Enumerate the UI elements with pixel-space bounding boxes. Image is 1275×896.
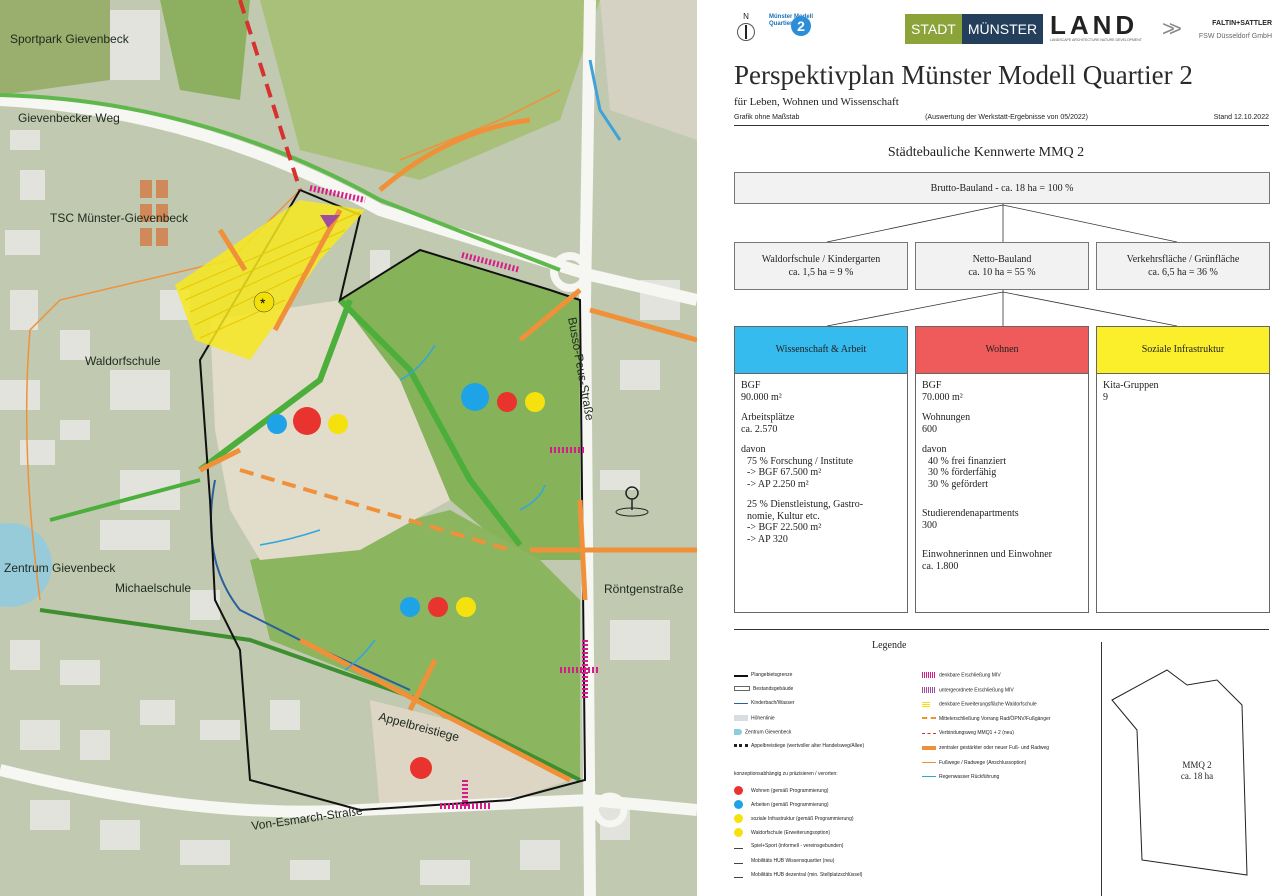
card-line: BGF	[741, 380, 761, 391]
card-line: 25 % Dienstleistung, Gastro-	[747, 499, 864, 510]
label-tsc: TSC Münster-Gievenbeck	[50, 211, 189, 225]
card-line: 70.000 m²	[922, 391, 963, 403]
label-sportpark: Sportpark Gievenbeck	[10, 32, 130, 46]
brutto-box: Brutto-Bauland - ca. 18 ha = 100 %	[734, 172, 1270, 204]
legend-item: denkbare Erschließung MIV	[922, 672, 1001, 678]
card-line	[741, 403, 901, 412]
page-title: Perspektivplan Münster Modell Quartier 2	[734, 60, 1193, 90]
site-plan-map: * Sportpark Gievenbeck Gievenbecker Weg …	[0, 0, 697, 896]
legend-item: Verbindungsweg MMQ1 + 2 (neu)	[922, 730, 1014, 736]
card-line: -> AP 2.250 m²	[747, 478, 809, 490]
legend-item: zentraler gestärkter oder neuer Fuß- und…	[922, 745, 1049, 751]
card-line: BGF	[922, 380, 942, 391]
card-line: 30 % förderfähig	[928, 467, 997, 478]
legend-item: Wohnen (gemäß Programmierung)	[734, 785, 828, 795]
legend-item: Mobilitäts HUB dezentral (min. Stellplat…	[734, 871, 862, 878]
label-waldorfschule: Waldorfschule	[85, 354, 161, 368]
card-line: Kita-Gruppen	[1103, 380, 1159, 391]
north-arrow-icon: N	[735, 12, 757, 42]
card-wohnen-title: Wohnen	[916, 327, 1088, 374]
legend-item: denkbare Erweiterungsfläche Waldorfschul…	[922, 701, 1037, 708]
page-subtitle: für Leben, Wohnen und Wissenschaft	[734, 96, 899, 108]
tree-connectors	[826, 204, 1178, 327]
legend-item: Bestandsgebäude	[734, 686, 793, 692]
scale-note: Grafik ohne Maßstab	[734, 114, 800, 121]
card-line: -> BGF 22.500 m²	[747, 522, 822, 533]
legend-item: Zentrum Gievenbeck	[734, 728, 791, 735]
legend-item: Plangebietsgrenze	[734, 672, 792, 678]
legend-item: Waldorfschule (Erweiterungsoption)	[734, 828, 830, 838]
legend-item: untergeordnete Erschließung MIV	[922, 686, 1014, 693]
card-line: 30 % gefördert	[928, 478, 988, 490]
card-line	[922, 435, 1082, 444]
card-sozial-title: Soziale Infrastruktur	[1097, 327, 1269, 374]
legend-item: Mittelerschließung Vorrang Rad/ÖPNV/Fußg…	[922, 716, 1050, 722]
legend-item: soziale Infrastruktur (gemäß Programmier…	[734, 814, 854, 823]
card-line: Einwohnerinnen und Einwohner	[922, 549, 1052, 560]
card-line	[922, 490, 1082, 499]
legend-item: Höhenlinie	[734, 714, 775, 721]
legend-title: Legende	[872, 640, 907, 651]
card-line	[922, 499, 1082, 508]
legend-item: konzeptionsabhängig zu präzisieren / ver…	[734, 771, 838, 778]
legend-item: Kinderbach/Wasser	[734, 700, 794, 706]
card-line	[922, 531, 1082, 540]
card-line: davon	[741, 444, 766, 455]
card-line: Arbeitsplätze	[741, 412, 795, 423]
card-line: 40 % frei finanziert	[928, 455, 1007, 467]
card-line: ca. 2.570	[741, 423, 778, 435]
legend-item: Appelbreistiege (wertvoller alter Handel…	[734, 743, 864, 749]
card-line: ca. 1.800	[922, 560, 959, 572]
legend-item: Fußwege / Radwege (Anschlussoption)	[922, 760, 1026, 766]
card-line: 75 % Forschung / Institute	[747, 455, 854, 467]
card-line	[922, 403, 1082, 412]
card-line: 90.000 m²	[741, 391, 782, 403]
card-line: nomie, Kultur etc.	[747, 510, 820, 522]
meta-row: Grafik ohne Maßstab (Auswertung der Werk…	[734, 114, 1269, 126]
card-line: -> AP 320	[747, 533, 788, 545]
card-line	[741, 435, 901, 444]
legend-item: Spiel+Sport (informell - vereinsgebunden…	[734, 842, 843, 850]
card-line	[922, 540, 1082, 549]
card-line: 300	[922, 519, 937, 531]
label-roentgenstrasse: Röntgenstraße	[604, 582, 684, 596]
card-line: -> BGF 67.500 m²	[747, 467, 822, 478]
card-wissenschaft-title: Wissenschaft & Arbeit	[735, 327, 907, 374]
card-line: Studierendenapartments	[922, 508, 1019, 519]
label-michaelschule: Michaelschule	[115, 581, 191, 595]
legend-item: Arbeiten (gemäß Programmierung)	[734, 799, 829, 809]
date-note: Stand 12.10.2022	[1213, 114, 1269, 121]
card-line: Wohnungen	[922, 412, 971, 423]
legend-item: Regenwasser Rückführung	[922, 774, 999, 780]
card-line	[741, 490, 901, 499]
label-gievenbecker-weg: Gievenbecker Weg	[18, 111, 120, 125]
mmq2-outline	[1111, 669, 1248, 876]
kennwerte-heading: Städtebauliche Kennwerte MMQ 2	[887, 145, 1085, 160]
card-line: 600	[922, 423, 937, 435]
workshop-note: (Auswertung der Werkstatt-Ergebnisse von…	[925, 114, 1088, 121]
legend-item: Mobilitäts HUB Wissensquartier (neu)	[734, 857, 834, 864]
label-zentrum: Zentrum Gievenbeck	[4, 561, 116, 575]
card-line: davon	[922, 444, 947, 455]
legend-divider	[1101, 642, 1102, 896]
divider	[734, 629, 1269, 630]
svg-text:*: *	[260, 295, 266, 311]
card-line: 9	[1103, 391, 1108, 403]
